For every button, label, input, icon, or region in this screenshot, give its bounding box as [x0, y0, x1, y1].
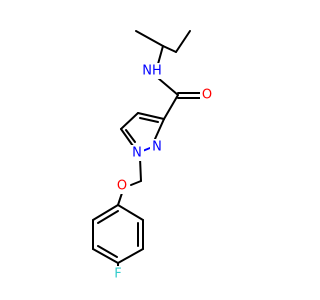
bond-o-aryl	[117, 192, 123, 206]
bond-ring-c3-n2	[154, 118, 165, 140]
bond-nh-carbonyl-c	[157, 77, 179, 96]
amide-nh-label: NH	[142, 64, 162, 79]
bond-isopropyl-methyl-left	[135, 30, 164, 47]
bond-ring-c4-c5	[120, 112, 139, 130]
bond-benzene-1	[117, 204, 144, 221]
bond-ring-c3-c4	[137, 112, 165, 120]
fluorine-label: F	[114, 267, 121, 282]
bond-ch2-o	[130, 180, 142, 186]
bond-isopropyl-methyl-right	[175, 30, 191, 53]
bond-ring-c5-n1-inner	[125, 129, 136, 143]
pyrazole-n2-label: N	[152, 140, 162, 155]
bond-benzene-6	[92, 204, 119, 221]
bond-isopropyl-ch-left	[162, 45, 177, 53]
bond-benzene-6-inner	[97, 210, 119, 224]
bond-benzene-4-inner	[97, 245, 118, 258]
bond-benzene-3	[117, 248, 144, 264]
molecule-structure: NH O N N O F	[92, 30, 214, 282]
bond-isopropyl-to-nh	[157, 45, 164, 65]
bond-n1-ch2	[139, 157, 142, 182]
bond-benzene-4	[92, 248, 119, 264]
pyrazole-n1-label: N	[132, 146, 142, 161]
ether-oxygen-label: O	[117, 179, 127, 194]
bond-ring-c5-n1	[120, 128, 134, 147]
carbonyl-oxygen-label: O	[202, 88, 212, 103]
bond-carbonyl-c-to-ring	[163, 94, 179, 120]
bond-ring-c3-c4-inner	[139, 117, 159, 123]
